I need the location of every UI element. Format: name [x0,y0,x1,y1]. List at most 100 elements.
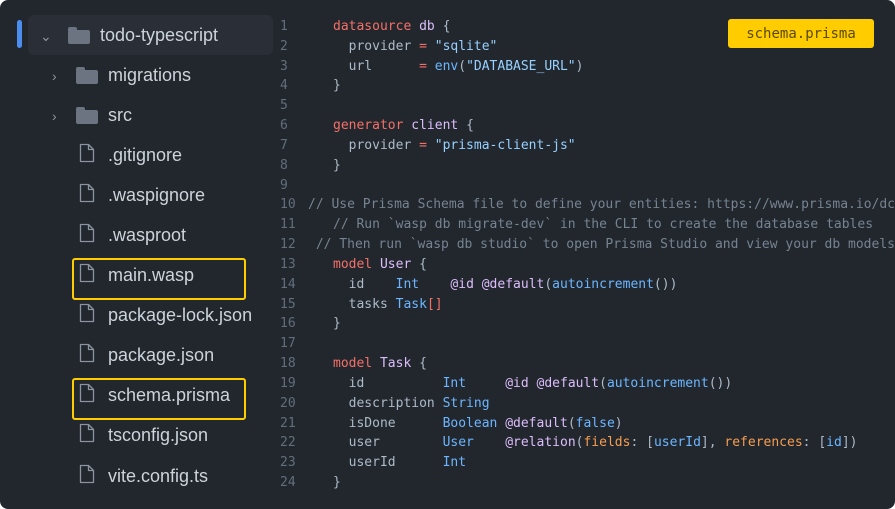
file-icon [79,464,95,489]
tree-item-gitignore[interactable]: .gitignore [28,135,273,175]
code-token: generator [333,118,404,134]
code-token: = [419,58,427,74]
file-icon [79,383,95,408]
line-number: 3 [280,58,288,74]
code-token: : [ [802,435,827,451]
code-token: db [419,19,435,34]
line-number: 14 [280,276,296,292]
file-icon [79,143,95,168]
folder-open-icon [68,26,90,44]
code-token: Task [379,356,412,372]
tree-item-package-json[interactable]: package.json [28,336,273,376]
code-token: autoincrement [552,276,654,292]
code-token: ()) [708,375,733,391]
code-token [427,59,435,74]
folder-icon [76,66,98,84]
code-token: Int [395,276,420,292]
tree-item-wasproot[interactable]: .wasproot [28,215,273,255]
code-token: User [442,435,474,451]
code-token: ) [575,58,584,74]
tree-item-main-wasp[interactable]: main.wasp [28,256,273,296]
line-number: 17 [280,336,296,352]
code-token: ( [458,58,467,74]
tree-item-label: .wasproot [108,224,187,245]
code-line: 3 url = env("DATABASE_URL") [280,57,895,77]
folder-icon [76,106,98,124]
code-token: provider [333,137,420,153]
code-token: { [434,19,451,34]
tree-item-tsconfig-json[interactable]: tsconfig.json [28,416,273,456]
code-token: autoincrement [606,375,709,391]
tree-item-label: vite.config.ts [108,465,209,486]
code-token: provider [333,38,420,54]
tree-item-src[interactable]: ›src [28,95,273,135]
code-token: url [333,58,420,74]
code-token: userId [653,435,701,451]
code-token: Int [442,455,467,471]
code-token: false [575,415,615,431]
code-token: userId [333,455,443,471]
code-token: // Run `wasp db migrate-dev` in the CLI … [333,217,874,233]
line-number: 9 [280,177,288,193]
code-token: [] [426,296,443,312]
code-token: String [442,395,490,411]
code-line: 12// Then run `wasp db studio` to open P… [280,235,895,255]
line-number: 2 [280,38,288,54]
line-number: 4 [280,78,288,94]
code-token: isDone [333,415,443,431]
code-token [372,356,380,371]
file-icon [79,343,95,368]
line-number: 7 [280,137,288,153]
tree-item-label: migrations [108,64,192,85]
code-token: } [333,316,341,332]
tree-item-package-lock-json[interactable]: package-lock.json [28,296,273,336]
code-line: 24} [280,473,895,493]
line-number: 24 [280,475,296,491]
code-token: ( [567,415,576,431]
code-token [411,19,419,34]
code-line: 23 userId Int [280,453,895,473]
tree-item-vite-config-ts[interactable]: vite.config.ts [28,456,273,496]
code-line: 22 user User @relation(fields: [userId],… [280,433,895,453]
code-token: { [458,118,474,134]
code-line: 1 datasource db { [280,17,895,37]
line-number: 6 [280,118,288,134]
code-token: id [333,276,396,292]
tree-item-migrations[interactable]: ›migrations [28,55,273,95]
line-number: 1 [280,19,288,34]
tree-item-label: package-lock.json [108,305,253,326]
tree-item-waspignore[interactable]: .waspignore [28,175,273,215]
code-token: } [333,78,341,94]
code-token: = [419,38,427,54]
code-line: 5 [280,96,895,116]
line-number: 5 [280,98,288,114]
code-line: 8} [280,156,895,176]
tree-root-folder[interactable]: ⌄ todo-typescript [28,15,273,55]
code-token: tasks [333,296,396,312]
code-token: ], [700,435,725,451]
code-token: fields [583,435,631,451]
code-token: ()) [653,276,678,292]
file-icon [79,223,95,248]
code-token: { [411,256,427,272]
code-line: 21 isDone Boolean @default(false) [280,414,895,434]
code-token: references [724,435,803,451]
code-line: 20 description String [280,394,895,414]
code-line: 11// Run `wasp db migrate-dev` in the CL… [280,215,895,235]
code-token: Boolean [442,415,498,431]
code-token [466,376,505,391]
code-line: 9 [280,176,895,196]
tree-item-schema-prisma[interactable]: schema.prisma [28,376,273,416]
code-line: 4} [280,76,895,96]
code-token: @default [505,415,568,431]
code-line: 14 id Int @id @default(autoincrement()) [280,275,895,295]
code-token: datasource [333,19,412,34]
code-token: user [333,435,443,451]
code-token: ( [599,375,607,391]
file-icon [79,263,95,288]
tree-item-label: schema.prisma [108,385,231,406]
line-number: 15 [280,296,296,312]
highlight-box [72,257,246,300]
line-number: 8 [280,157,288,173]
